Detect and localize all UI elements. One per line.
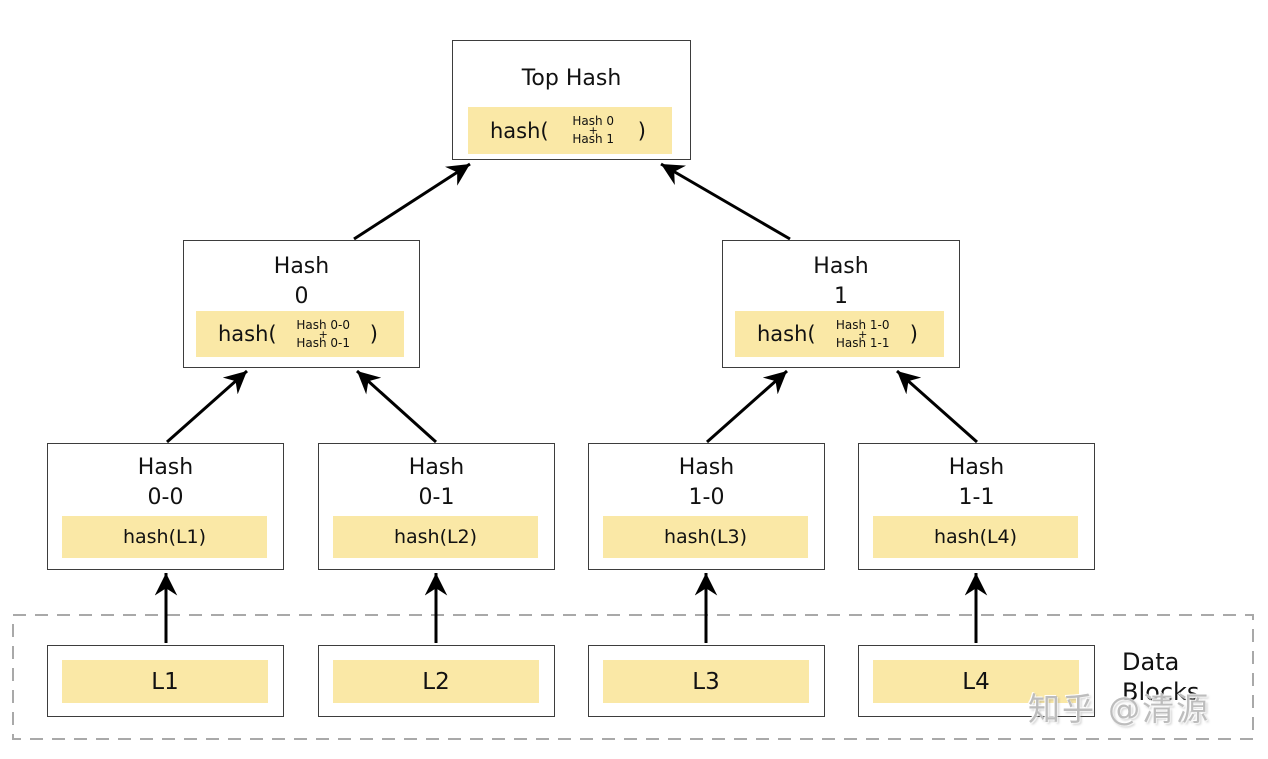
node-data-block-l2: L2 (318, 645, 555, 717)
arrow-hash1-to-top (660, 162, 791, 241)
formula-prefix: hash( (757, 322, 816, 346)
formula-args: Hash 0-0 + Hash 0-1 (296, 317, 351, 350)
node-hash-1-1: Hash 1-1 hash(L4) (858, 443, 1095, 570)
arrow-hash01-to-hash0 (355, 369, 438, 444)
node-title: Hash 1 (723, 241, 959, 312)
watermark: 知乎 @清源 (1028, 690, 1211, 728)
node-title-line: Top Hash (521, 66, 622, 91)
formula-close-paren: ) (637, 118, 646, 143)
hash-formula: hash( Hash 1-0 + Hash 1-1 ) (735, 311, 944, 357)
formula-prefix: hash( (218, 322, 277, 346)
node-title-line: Hash (408, 455, 465, 480)
hash-formula: hash(L4) (873, 516, 1078, 558)
node-title-line: 1-0 (688, 485, 725, 510)
hash-formula: hash(L1) (62, 516, 267, 558)
formula-arg1: Hash 1-0 (835, 317, 890, 332)
node-title-line: Hash (813, 254, 869, 279)
hash-formula: hash(L3) (603, 516, 808, 558)
node-data-block-l3: L3 (588, 645, 825, 717)
node-title: Hash 0-1 (319, 444, 554, 513)
node-data-block-l1: L1 (47, 645, 284, 717)
node-title-line: Hash (948, 455, 1005, 480)
formula-arg2: Hash 1 (572, 132, 615, 146)
node-title-line: 0 (294, 284, 309, 309)
data-blocks-label: Data Blocks (1122, 648, 1200, 706)
formula-close-paren: ) (909, 322, 918, 346)
node-title: Hash 0 (184, 241, 419, 312)
formula-args: Hash 1-0 + Hash 1-1 (835, 317, 890, 350)
hash-formula: hash(L2) (333, 516, 538, 558)
node-title: Hash 1-0 (589, 444, 824, 513)
hash-formula: hash( Hash 0 + Hash 1 ) (468, 107, 672, 154)
node-hash-0: Hash 0 hash( Hash 0-0 + Hash 0-1 ) (183, 240, 420, 368)
data-block-label: L1 (62, 660, 268, 703)
formula-arg2: Hash 1-1 (835, 335, 890, 350)
node-title-line: 0-0 (147, 485, 184, 510)
node-title-line: Hash (137, 455, 194, 480)
node-hash-0-1: Hash 0-1 hash(L2) (318, 443, 555, 570)
formula-arg1: Hash 0-0 (296, 317, 351, 332)
data-block-label: L4 (873, 660, 1079, 703)
formula-args: Hash 0 + Hash 1 (572, 114, 615, 146)
plus-operator: + (588, 124, 598, 137)
node-title-line: Hash (678, 455, 735, 480)
arrow-hash0-to-top (353, 162, 471, 241)
formula-arg2: Hash 0-1 (296, 335, 351, 350)
formula-arg1: Hash 0 (572, 114, 615, 128)
node-title-line: 0-1 (418, 485, 455, 510)
node-title-line: 1 (834, 284, 848, 309)
node-hash-0-0: Hash 0-0 hash(L1) (47, 443, 284, 570)
data-block-label: L3 (603, 660, 809, 703)
plus-operator: + (318, 327, 328, 341)
formula-close-paren: ) (369, 322, 378, 346)
plus-operator: + (858, 327, 868, 341)
arrow-hash00-to-hash0 (166, 369, 248, 444)
node-data-block-l4: L4 (858, 645, 1095, 717)
node-title-line: 1-1 (958, 485, 995, 510)
arrow-hash10-to-hash1 (706, 369, 788, 444)
node-title: Hash 0-0 (48, 444, 283, 513)
node-hash-1: Hash 1 hash( Hash 1-0 + Hash 1-1 ) (722, 240, 960, 368)
node-top-hash: Top Hash hash( Hash 0 + Hash 1 ) (452, 40, 691, 160)
arrow-hash11-to-hash1 (896, 369, 978, 444)
node-title-line: Hash (273, 254, 330, 279)
node-title: Hash 1-1 (859, 444, 1094, 513)
hash-formula: hash( Hash 0-0 + Hash 0-1 ) (196, 311, 404, 357)
node-hash-1-0: Hash 1-0 hash(L3) (588, 443, 825, 570)
data-block-label: L2 (333, 660, 539, 703)
formula-prefix: hash( (490, 118, 549, 143)
data-blocks-dashed-container (12, 614, 1254, 740)
node-title: Top Hash (453, 41, 690, 93)
